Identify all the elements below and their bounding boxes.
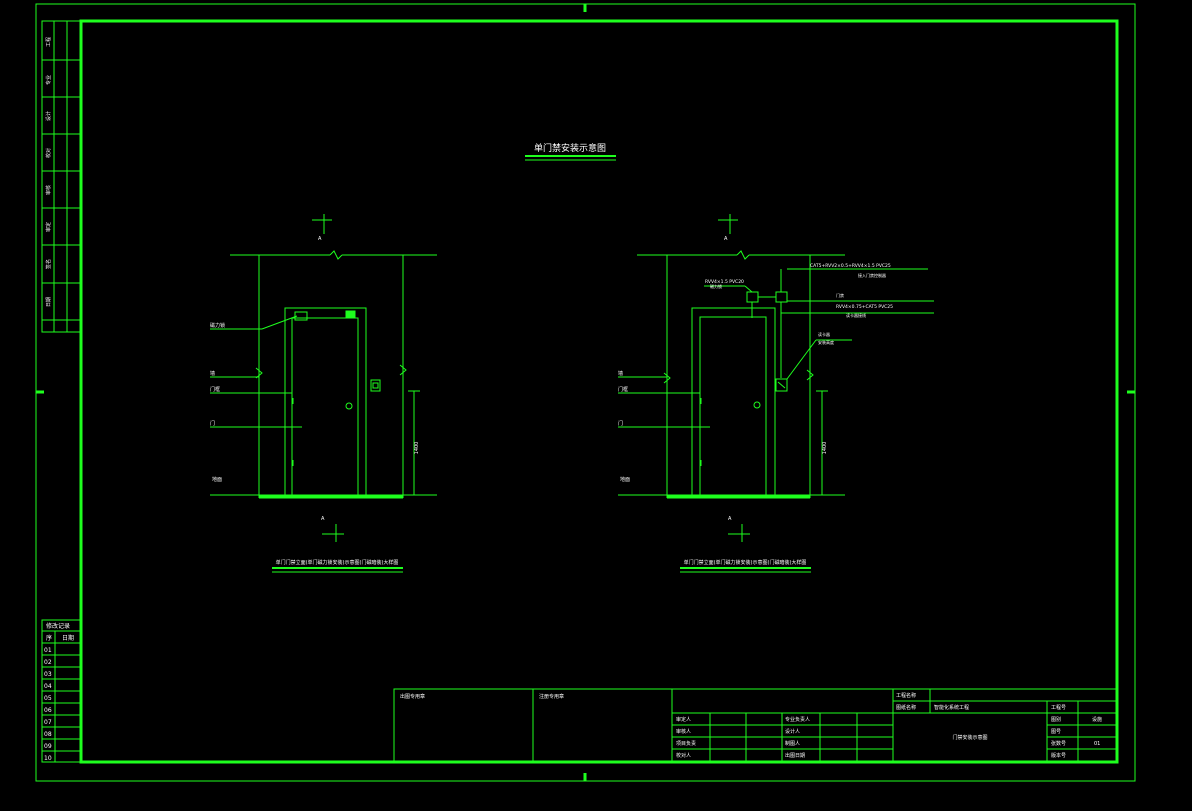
left-dimension: 1400: [414, 442, 420, 455]
right-elevation: [618, 214, 934, 573]
revision-row: 07: [44, 719, 52, 726]
strip-cell-6: 签名: [45, 259, 52, 269]
strip-cell-5: 审定: [45, 222, 52, 232]
left-label-wall: 墙: [210, 370, 215, 377]
right-section-mark-top: A: [724, 236, 728, 242]
strip-cell-4: 审核: [45, 185, 52, 195]
revision-row: 09: [44, 743, 52, 750]
right-callout-4: 门禁: [836, 292, 844, 298]
no-label: 图号: [1051, 729, 1061, 735]
revision-row: 03: [44, 671, 52, 678]
role-right-0: 专业负责人: [785, 716, 810, 723]
right-label-door: 门: [618, 420, 623, 427]
type-value: 设施: [1092, 716, 1102, 723]
revision-col-date: 日期: [62, 634, 74, 642]
strip-cell-2: 设计: [45, 111, 52, 121]
project-label: 工程名称: [896, 692, 916, 699]
revision-row: 06: [44, 707, 52, 714]
right-label-frame: 门框: [618, 386, 628, 393]
project-no-label: 工程号: [1051, 704, 1066, 711]
sheet-label: 张数号: [1051, 740, 1066, 747]
revision-row: 08: [44, 731, 52, 738]
left-label-frame: 门框: [210, 386, 220, 393]
role-left-1: 审核人: [676, 728, 691, 735]
role-right-3: 出图日期: [785, 752, 805, 759]
type-label: 图别: [1051, 716, 1061, 723]
left-section-mark-top: A: [318, 236, 322, 242]
sheet-value: 01: [1094, 741, 1100, 747]
role-right-2: 制图人: [785, 740, 800, 747]
revision-row: 04: [44, 683, 52, 690]
stamp-label-1: 出图专用章: [400, 693, 425, 700]
date-label: 版本号: [1051, 752, 1066, 759]
revision-header: 修改记录: [46, 622, 70, 630]
stamp-label-2: 注册专用章: [539, 693, 564, 700]
left-label-floor: 地面: [212, 476, 222, 483]
right-callout-0: RVV4×1.5 PVC20: [705, 279, 744, 285]
revision-row: 10: [44, 755, 52, 762]
left-signature-strip: [41, 20, 82, 333]
right-callout-1: 磁力锁: [710, 283, 722, 289]
right-dimension: 1400: [822, 442, 828, 455]
right-label-wall: 墙: [618, 370, 623, 377]
right-label-floor: 地面: [620, 476, 630, 483]
right-callout-8: 安装高度: [818, 339, 834, 345]
left-section-mark-bottom: A: [321, 516, 325, 522]
right-callout-2: CAT5+RVV2×0.5+RVV4×1.5 PVC25: [810, 263, 891, 269]
title-block: [393, 688, 1118, 763]
drawing-title: 单门禁安装示意图: [534, 142, 606, 154]
right-callout-6: 读卡器接线: [846, 312, 866, 318]
left-caption: 单门门禁立面(单门磁力锁安装)示意图(门磁暗装)大样图: [276, 559, 399, 566]
right-caption: 单门门禁立面(单门磁力锁安装)示意图(门磁暗装)大样图: [684, 559, 807, 566]
item-value: 智能化系统工程: [934, 704, 969, 711]
role-left-3: 校对人: [676, 752, 691, 759]
strip-cell-3: 校对: [45, 148, 52, 158]
left-label-door: 门: [210, 420, 215, 427]
revision-row: 05: [44, 695, 52, 702]
role-left-0: 审定人: [676, 716, 691, 723]
left-label-lock: 磁力锁: [210, 322, 225, 329]
revision-col-no: 序: [46, 634, 52, 642]
right-callout-3: 接入门禁控制器: [858, 272, 886, 278]
strip-cell-7: 日期: [46, 297, 52, 307]
role-left-2: 项目负责: [676, 740, 696, 747]
revision-row: 01: [44, 647, 52, 654]
inner-frame: [79, 19, 1119, 764]
sheet-title: 门禁安装示意图: [952, 734, 987, 741]
revision-table: [41, 619, 82, 763]
left-elevation: [210, 214, 437, 573]
right-callout-5: RVV4×0.75+CAT5 PVC25: [836, 304, 893, 310]
right-section-mark-bottom: A: [728, 516, 732, 522]
strip-cell-0: 工程: [45, 37, 52, 47]
outer-frame: [35, 3, 1136, 782]
revision-row: 02: [44, 659, 52, 666]
role-right-1: 设计人: [785, 728, 800, 735]
item-label: 图纸名称: [896, 704, 916, 711]
right-callout-7: 读卡器: [818, 331, 830, 337]
strip-cell-1: 专业: [45, 75, 52, 85]
